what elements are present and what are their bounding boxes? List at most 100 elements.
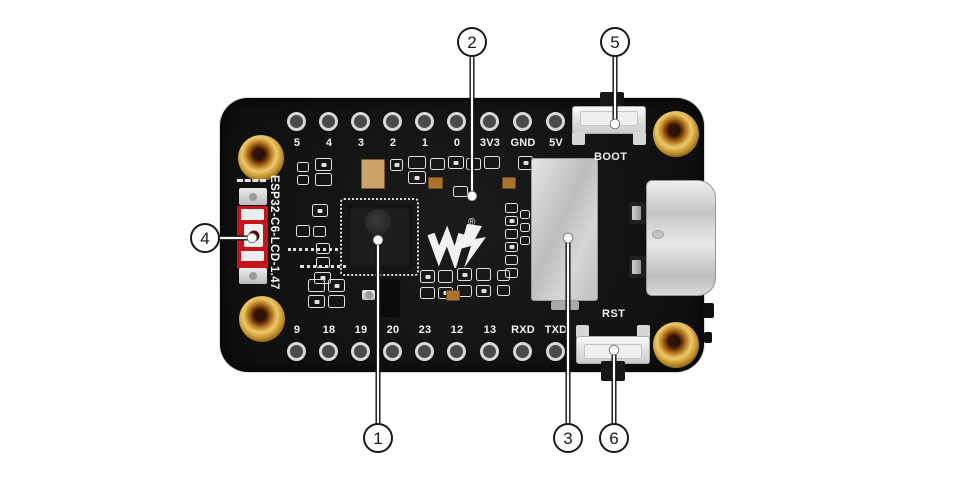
callout-number: 4 (200, 229, 209, 248)
mounting-hole-top-right (653, 111, 699, 157)
usb-dimple (652, 230, 664, 239)
pin-hole (351, 112, 370, 131)
silkscreen-pad (430, 158, 445, 170)
pin-hole (319, 112, 338, 131)
silkscreen-dots (300, 265, 390, 268)
silkscreen-pad (420, 287, 435, 299)
callout-4: 4 (190, 223, 258, 253)
pin-hole (513, 112, 532, 131)
silkscreen-pad (476, 268, 491, 281)
edge-component (704, 332, 712, 343)
pin-label: 4 (325, 137, 333, 149)
pin-hole (447, 112, 466, 131)
silkscreen-pad (505, 216, 518, 226)
callout-bubble (190, 223, 220, 253)
pin-label: 12 (450, 324, 464, 336)
silkscreen-pad (520, 236, 530, 245)
pin-hole (546, 342, 565, 361)
callout-bubble (553, 423, 583, 453)
usb-solder-clip (629, 256, 646, 278)
usb-solder-clip (629, 202, 646, 224)
silkscreen-dashes (237, 179, 266, 182)
callout-5: 5 (600, 27, 630, 130)
callout-bubble (363, 423, 393, 453)
silkscreen-pad (297, 175, 309, 185)
callout-1: 1 (363, 234, 393, 453)
silkscreen-pad (328, 279, 345, 292)
pin-label: 9 (293, 324, 301, 336)
pin-label: RXD (511, 324, 535, 336)
silkscreen-pad (314, 272, 331, 284)
pin-label: 13 (483, 324, 497, 336)
boot-label: BOOT (594, 151, 628, 163)
pin-hole (287, 112, 306, 131)
solder-pad (576, 325, 589, 338)
mounting-hole-bottom-right (653, 322, 699, 368)
silkscreen-pad (505, 229, 518, 239)
silkscreen-pad (505, 255, 518, 265)
led-pad (241, 209, 264, 220)
silkscreen-pad (312, 204, 328, 217)
pin-label: 3V3 (479, 137, 501, 149)
silkscreen-pad (296, 225, 310, 237)
smd-resistor (428, 177, 443, 189)
silkscreen-pad (308, 295, 325, 308)
silkscreen-pad (476, 285, 491, 297)
crystal-oscillator (361, 159, 385, 189)
callout-2: 2 (457, 27, 487, 202)
callout-number: 1 (373, 429, 382, 448)
callout-target-dot (466, 190, 478, 202)
pin-label: 20 (386, 324, 400, 336)
silkscreen-pad (408, 171, 426, 184)
pin-hole (351, 342, 370, 361)
pin-hole (480, 342, 499, 361)
silkscreen-pad (505, 268, 518, 278)
registered-trademark: ® (468, 217, 476, 228)
silkscreen-dots (288, 248, 338, 251)
board-name-silkscreen: ESP32-C6-LCD-1.47 (268, 175, 280, 290)
solder-pad (633, 132, 646, 145)
silkscreen-pad (362, 290, 375, 300)
pin-label: 0 (453, 137, 461, 149)
callout-bubble (457, 27, 487, 57)
led-pad (241, 251, 264, 261)
smd-resistor (446, 290, 460, 301)
boot-button-cap (580, 111, 638, 126)
silkscreen-pad (520, 210, 530, 219)
callout-target-dot (372, 234, 384, 246)
pin-hole (447, 342, 466, 361)
waveshare-logo-icon (427, 224, 486, 268)
silkscreen-pad (315, 173, 332, 186)
silkscreen-pad (505, 242, 518, 252)
smd-resistor (502, 177, 516, 189)
silkscreen-pad (497, 285, 510, 296)
pin-hole (415, 342, 434, 361)
silkscreen-pad (448, 156, 464, 169)
edge-component (703, 303, 714, 318)
silkscreen-pad (457, 268, 472, 281)
callout-bubble (599, 423, 629, 453)
pin-hole (415, 112, 434, 131)
pin-label: 19 (354, 324, 368, 336)
pin-label: 2 (389, 137, 397, 149)
mounting-hole-top-left (238, 135, 284, 181)
pin-hole (546, 112, 565, 131)
pin-hole (383, 342, 402, 361)
solder-pad (572, 132, 585, 145)
boot-button-actuator (600, 92, 624, 109)
callout-number: 6 (609, 429, 618, 448)
silkscreen-pad (420, 270, 435, 283)
callout-6: 6 (599, 344, 629, 453)
callout-3: 3 (553, 232, 583, 453)
shield-foot (551, 301, 579, 310)
silkscreen-pad (520, 223, 530, 232)
silkscreen-pad (438, 270, 453, 283)
mounting-hole-bottom-left (239, 296, 285, 342)
pin-label: 1 (421, 137, 429, 149)
silkscreen-pad (297, 162, 309, 172)
pin-label: 3 (357, 137, 365, 149)
silkscreen-pad (328, 295, 345, 308)
solder-pad (637, 325, 650, 338)
